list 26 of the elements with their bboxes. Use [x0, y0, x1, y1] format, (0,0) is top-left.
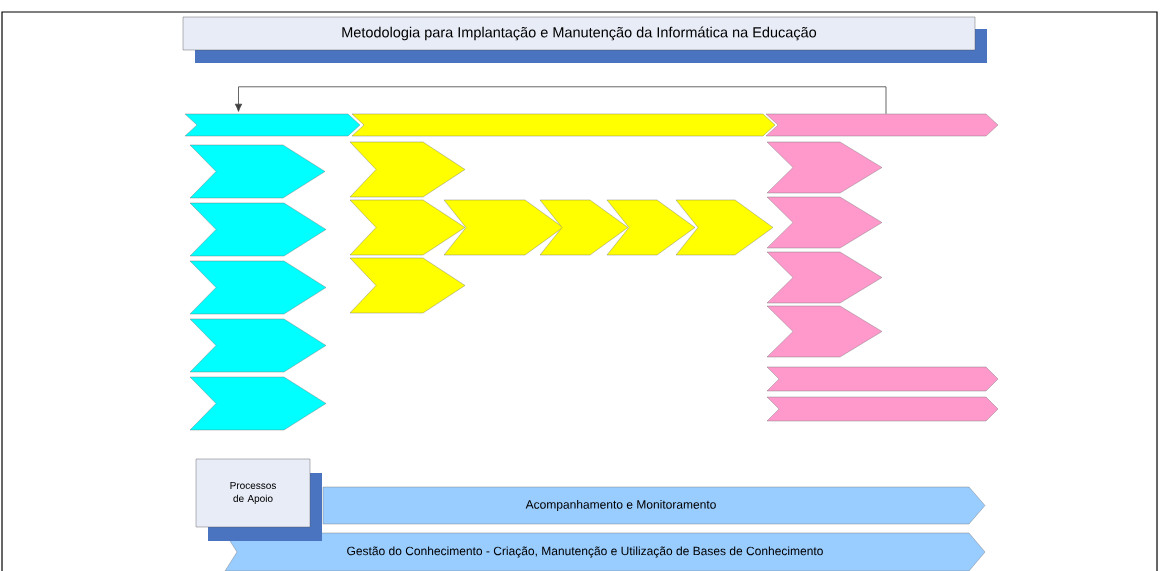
feedback-arrow — [234, 86, 887, 115]
chevron-shape — [539, 199, 629, 256]
label-box: Processos de Apoio — [195, 458, 322, 541]
chevron-shape — [351, 113, 776, 137]
chevron-shape — [766, 305, 883, 358]
chevron-shape — [349, 141, 466, 198]
process-band: Gestão do Conhecimento - Criação, Manutenção e Utilização de Bases de Conhecimento — [224, 532, 986, 571]
chevron-shape — [766, 366, 999, 392]
chevron-shape — [766, 196, 883, 249]
chevron-shape — [189, 144, 326, 199]
chevron-shape — [443, 199, 564, 256]
chevron-shape — [189, 202, 327, 257]
chevron-shape — [184, 113, 361, 137]
chevron-shape — [189, 318, 327, 373]
chevron-shape — [606, 199, 696, 256]
title-box: Metodologia para Implantação e Manutenção da Informática na Educação — [182, 16, 987, 63]
chevron-shape — [765, 113, 999, 137]
chevron-shape — [349, 257, 466, 314]
chevron-shape — [189, 260, 327, 315]
process-band: Acompanhamento e Monitoramento — [322, 486, 986, 525]
chevron-shape — [766, 251, 883, 304]
chevron-shape — [189, 376, 327, 431]
chevron-shape — [766, 396, 999, 422]
chevron-shape — [349, 199, 466, 256]
chevron-shape — [675, 199, 774, 256]
chevron-shape — [766, 141, 883, 194]
